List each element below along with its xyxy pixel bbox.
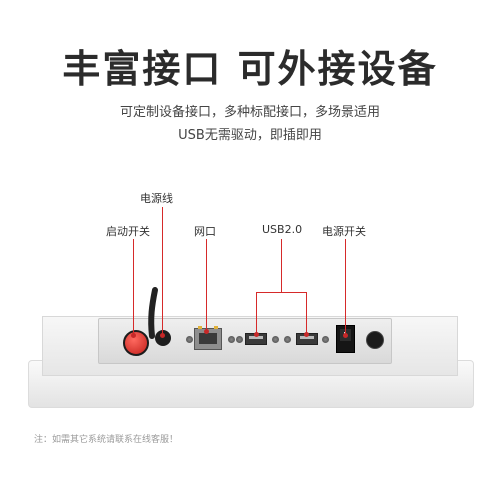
label-power-cord: 电源线 xyxy=(140,192,173,205)
screw xyxy=(284,336,291,343)
callout-line-usb xyxy=(281,239,282,293)
screw xyxy=(322,336,329,343)
ethernet-port[interactable] xyxy=(194,326,222,350)
callout-dot xyxy=(160,333,165,338)
subtitle-line-1: 可定制设备接口，多种标配接口，多场景适用 xyxy=(119,105,380,120)
callout-line-usb-h xyxy=(256,292,306,293)
footer-note: 注：如需其它系统请联系在线客服！ xyxy=(34,435,179,445)
callout-line-power-switch xyxy=(345,239,346,335)
subtitle-line-2: USB无需驱动，即插即用 xyxy=(178,128,322,143)
screw xyxy=(272,336,279,343)
callout-line-start-switch xyxy=(133,239,134,335)
callout-line-usb-1 xyxy=(256,292,257,334)
callout-dot xyxy=(204,329,209,334)
screw xyxy=(186,336,193,343)
label-usb: USB2.0 xyxy=(262,223,303,236)
callout-line-network-port xyxy=(206,239,207,331)
callout-dot xyxy=(254,332,259,337)
callout-dot xyxy=(304,332,309,337)
power-socket xyxy=(155,330,171,346)
page-title: 丰富接口 可外接设备 xyxy=(62,47,438,91)
label-power-switch: 电源开关 xyxy=(322,225,366,238)
start-button[interactable] xyxy=(123,330,149,356)
dc-jack xyxy=(366,331,384,349)
callout-line-power-cord xyxy=(162,207,163,335)
callout-dot xyxy=(131,333,136,338)
screw xyxy=(228,336,235,343)
screw xyxy=(236,336,243,343)
callout-line-usb-2 xyxy=(306,292,307,334)
callout-dot xyxy=(343,333,348,338)
label-network-port: 网口 xyxy=(194,225,216,238)
label-start-switch: 启动开关 xyxy=(106,225,150,238)
